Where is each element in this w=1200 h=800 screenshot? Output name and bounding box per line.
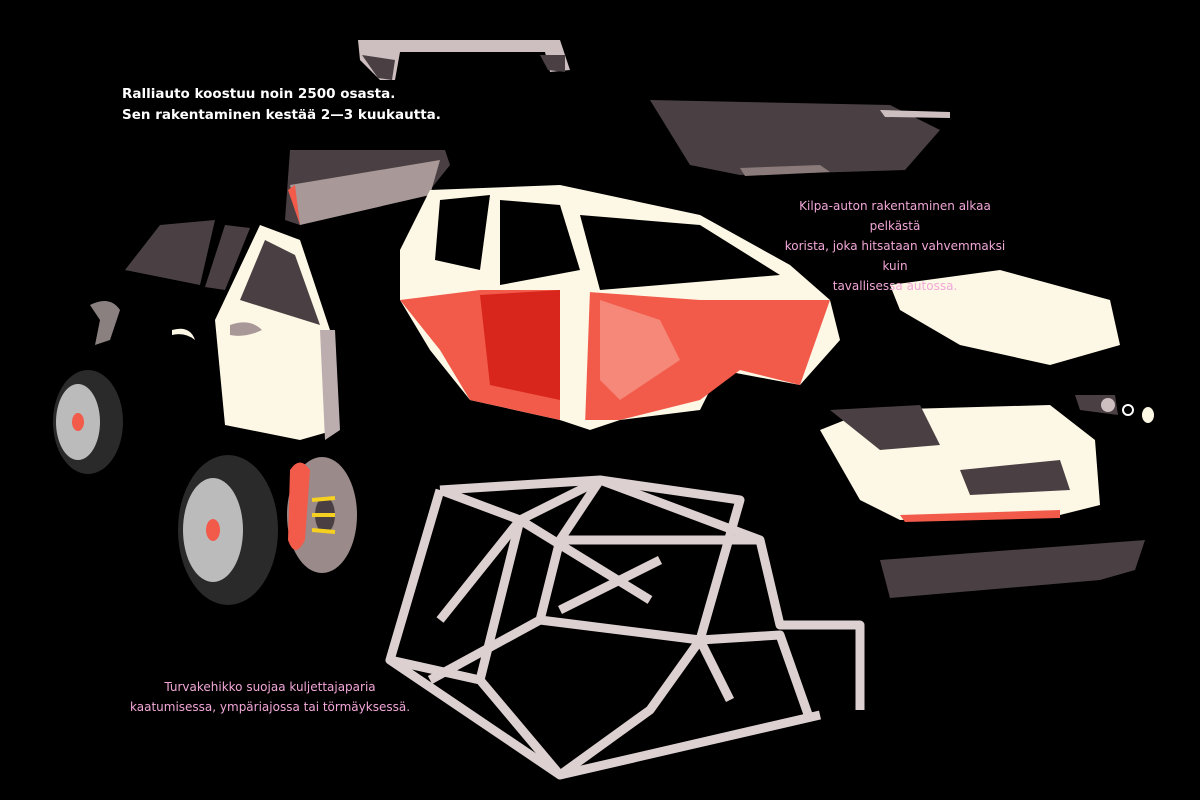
- front-bumper: [820, 405, 1100, 522]
- door: [215, 225, 340, 440]
- body-caption-line-1: Kilpa-auton rakentaminen alkaa pelkästä: [799, 199, 991, 233]
- brake-disc: [287, 457, 357, 573]
- headlight-parts: [1075, 395, 1154, 423]
- cage-caption: Turvakehikko suojaa kuljettajaparia kaat…: [130, 677, 410, 717]
- wheel-rear: [53, 370, 123, 474]
- intro-line-1: Ralliauto koostuu noin 2500 osasta.: [122, 86, 396, 102]
- body-caption-line-3: tavallisessa autossa.: [832, 279, 958, 293]
- car-body-shell: [400, 185, 840, 430]
- intro-text: Ralliauto koostuu noin 2500 osasta. Sen …: [122, 84, 441, 126]
- cage-caption-line-1: Turvakehikko suojaa kuljettajaparia: [164, 680, 376, 694]
- door-handle: [172, 328, 195, 340]
- rear-window: [285, 150, 450, 225]
- cage-caption-line-2: kaatumisessa, ympäriajossa tai törmäykse…: [130, 700, 411, 714]
- wheel-front: [178, 455, 278, 605]
- intro-line-2: Sen rakentaminen kestää 2—3 kuukautta.: [122, 107, 441, 123]
- rear-spoiler: [358, 40, 570, 80]
- front-splitter: [880, 540, 1145, 598]
- body-caption: Kilpa-auton rakentaminen alkaa pelkästä …: [775, 196, 1015, 296]
- mirror-bracket: [90, 301, 120, 345]
- hood: [890, 270, 1120, 365]
- side-windows: [125, 220, 250, 290]
- roof-panel: [650, 100, 950, 176]
- roll-cage: [385, 475, 865, 780]
- body-caption-line-2: korista, joka hitsataan vahvemmaksi kuin: [784, 239, 1006, 273]
